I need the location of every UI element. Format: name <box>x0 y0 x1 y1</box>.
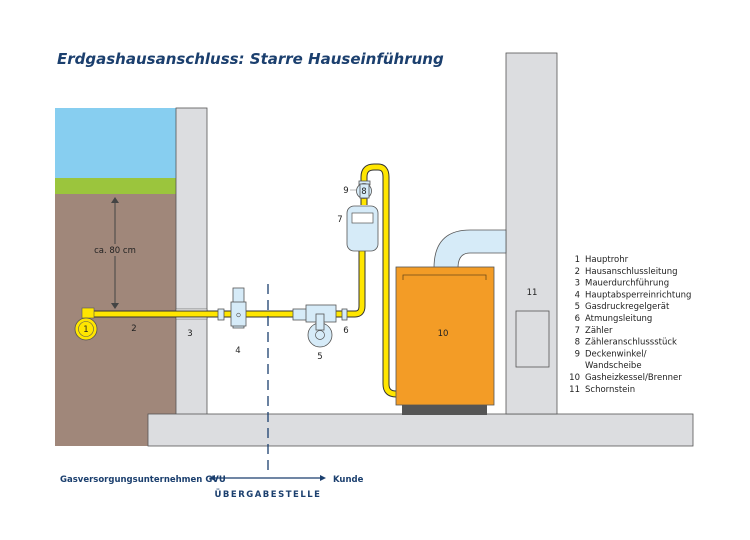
legend-number: 4 <box>575 290 580 300</box>
legend-label: Schornstein <box>585 385 635 395</box>
marker-1: 1 <box>83 325 88 335</box>
legend-label: Wandscheibe <box>585 361 642 371</box>
legend-label: Gasheizkessel/Brenner <box>585 373 682 383</box>
marker-2: 2 <box>131 324 136 334</box>
legend-label: Hausanschlussleitung <box>585 267 678 277</box>
floor-slab <box>147 413 694 447</box>
sky <box>55 108 176 178</box>
legend-label: Mauerdurchführung <box>585 279 669 289</box>
gas-pressure-regulator <box>292 304 337 348</box>
marker-11: 11 <box>527 288 538 298</box>
diagram-title: Erdgashausanschluss: Starre Hauseinführu… <box>57 50 444 68</box>
legend-number: 6 <box>575 314 580 324</box>
gas-boiler <box>395 266 495 406</box>
gvu-label: Gasversorgungsunternehmen GVU <box>60 475 226 485</box>
marker-9: 9 <box>343 186 348 196</box>
depth-label: ca. 80 cm <box>94 246 136 256</box>
legend-number: 5 <box>575 302 580 312</box>
main-pipe-inner <box>78 321 94 337</box>
legend-label: Zähler <box>585 326 613 336</box>
boiler-panel <box>402 274 487 280</box>
marker-3: 3 <box>187 329 192 339</box>
legend-number: 7 <box>575 326 580 336</box>
meter-connection-fitting <box>356 180 372 199</box>
legend-number: 1 <box>575 255 580 265</box>
depth-dimension: ca. 80 cm <box>94 197 136 309</box>
main-shutoff-valve <box>230 287 247 329</box>
legend-label: Deckenwinkel/ <box>585 349 647 359</box>
marker-8: 8 <box>361 187 366 197</box>
legend-number: 9 <box>575 349 580 359</box>
customer-label: Kunde <box>333 475 364 485</box>
legend-label: Gasdruckregelgerät <box>585 302 670 312</box>
marker-6: 6 <box>343 326 348 336</box>
legend-number: 3 <box>575 279 580 289</box>
marker-10: 10 <box>438 329 449 339</box>
legend-label: Hauptrohr <box>585 255 629 265</box>
coupling <box>217 308 225 321</box>
main-pipe-elbow <box>81 307 95 319</box>
marker-4: 4 <box>235 346 240 356</box>
handover-arrow <box>209 475 326 481</box>
marker-7: 7 <box>337 215 342 225</box>
handover-point-label: ÜBERGABESTELLE <box>215 489 322 500</box>
legend-number: 2 <box>575 267 580 277</box>
marker-5: 5 <box>317 352 322 362</box>
chimney-door <box>515 310 550 368</box>
legend-label: Zähleranschlussstück <box>585 338 677 348</box>
legend-number: 11 <box>569 385 580 395</box>
boiler-base <box>402 404 487 415</box>
breather-fitting <box>341 308 348 321</box>
legend-label: Atmungsleitung <box>585 314 652 324</box>
house-wall <box>175 107 208 417</box>
legend-number: 10 <box>569 373 580 383</box>
legend-number: 8 <box>575 338 580 348</box>
legend-label: Hauptabsperreinrichtung <box>585 290 691 300</box>
flue-pipe <box>433 229 507 269</box>
gas-meter <box>346 205 379 252</box>
grass <box>55 178 176 194</box>
gas-pipe <box>90 163 397 398</box>
legend: 1 Hauptrohr 2 Hausanschlussleitung 3 Mauerdur… <box>569 255 691 395</box>
